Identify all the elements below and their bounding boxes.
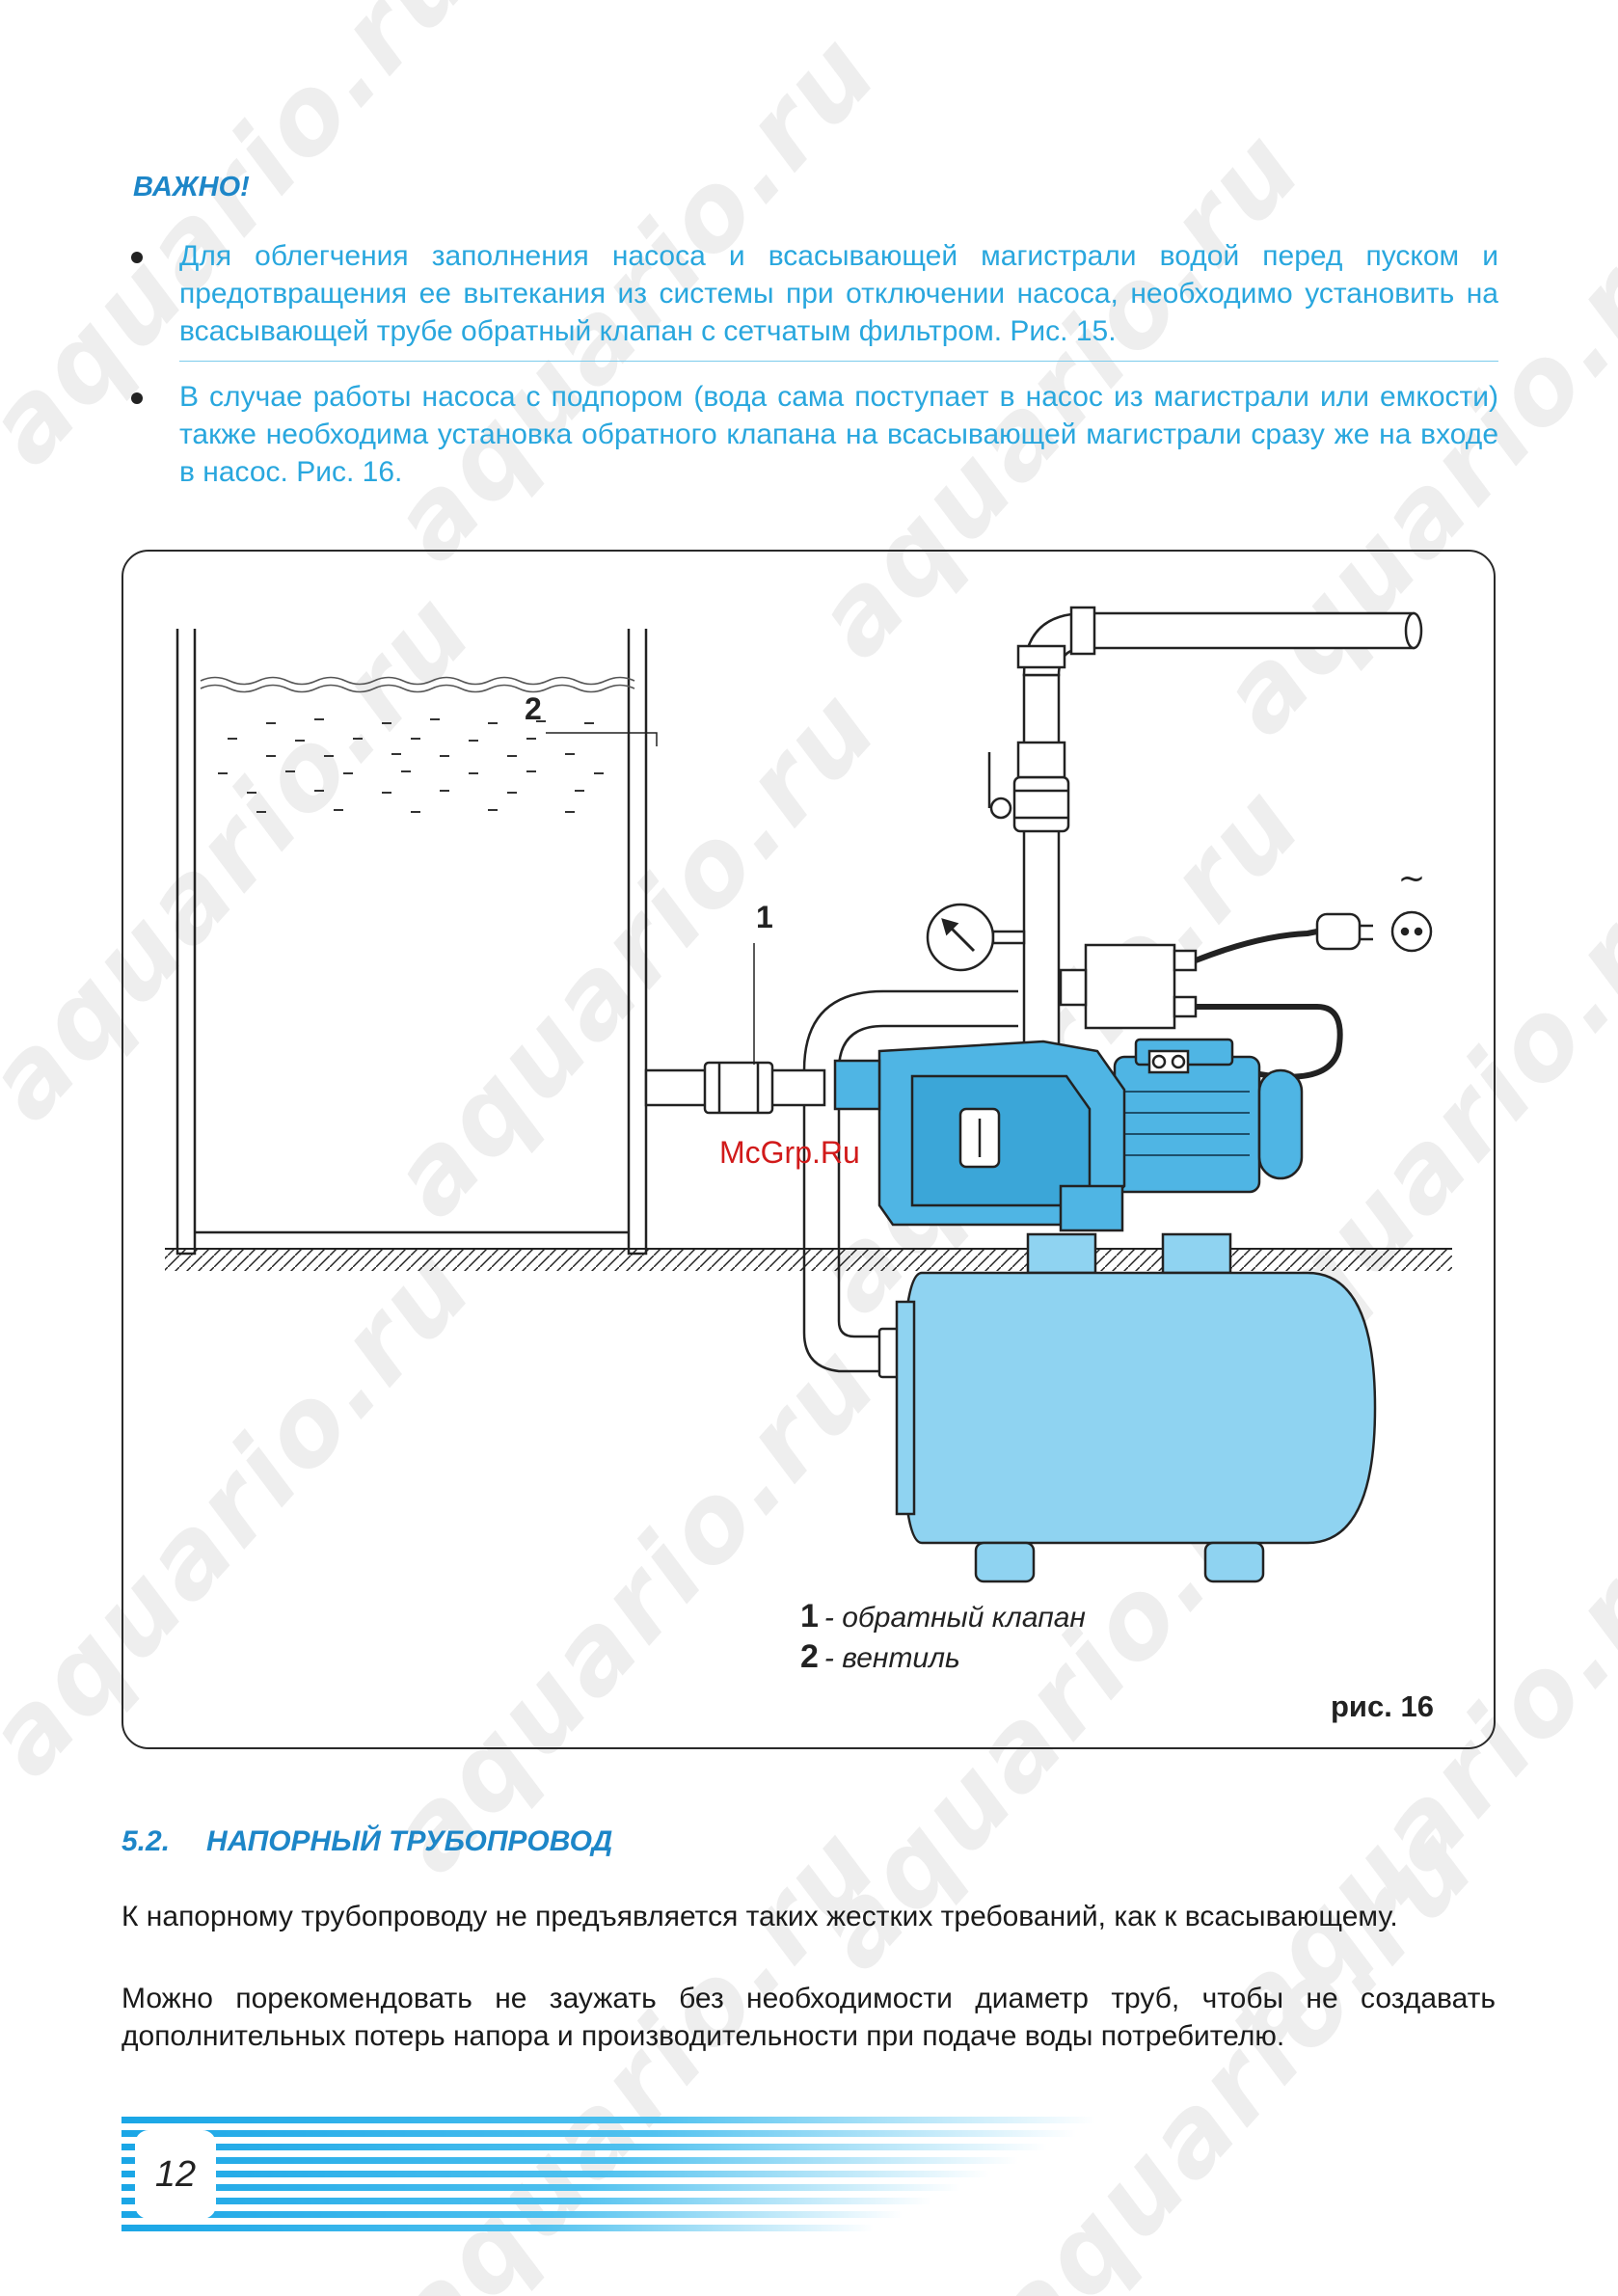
pump-body [833,1040,1126,1232]
figure-caption: рис. 16 [1331,1689,1434,1723]
paragraph: Можно порекомендовать не заужать без нео… [121,1983,1496,2052]
power-plug [1315,910,1433,953]
water-dashes [218,718,604,813]
footer-stripes [121,2117,1095,2232]
water-reservoir [175,629,648,1256]
divider [179,361,1498,362]
riser-pipe [1016,606,1423,1082]
section-heading: 5.2. НАПОРНЫЙ ТРУБОПРОВОД [121,1825,612,1858]
shutoff-valve [987,741,1070,833]
legend-text: - вентиль [823,1642,960,1674]
pressure-gauge [926,903,1026,972]
paragraph: К напорному трубопроводу не предъявляетс… [121,1901,1398,1932]
page-number: 12 [135,2130,216,2219]
legend-item: 1- обратный клапан [800,1597,1086,1637]
legend-item: 2- вентиль [800,1637,1086,1678]
pump-installation-diagram: ~ 2 1 McGrp.Ru [165,606,1452,1583]
figure-legend: 1- обратный клапан 2- вентиль [800,1597,1086,1678]
ac-symbol: ~ [1398,859,1426,898]
callout-2-label: 2 [525,691,542,726]
legend-text: - обратный клапан [823,1602,1086,1634]
bullet-text: В случае работы насоса с подпором (вода … [179,381,1498,488]
bullet-dot-icon [131,392,143,404]
section-number: 5.2. [121,1825,171,1857]
legend-num: 2 [800,1638,819,1675]
figure-frame [121,550,1496,1749]
bullet-item: В случае работы насоса с подпором (вода … [131,378,1498,491]
bullet-dot-icon [131,252,143,263]
bullet-item: Для облегчения заполнения насоса и всасы… [131,237,1498,350]
pump-motor [1113,1038,1304,1194]
ground [165,1248,1452,1271]
pressure-tank [895,1232,1377,1583]
inlet-pipe [644,1061,826,1115]
overlay-stamp: McGrp.Ru [719,1135,860,1170]
callout-lines [546,732,755,1065]
callout-1-label: 1 [756,900,773,934]
legend-num: 1 [800,1598,819,1634]
bullet-text: Для облегчения заполнения насоса и всасы… [179,240,1498,347]
water-surface [200,676,635,693]
section-title: НАПОРНЫЙ ТРУБОПРОВОД [206,1825,613,1857]
pressure-switch [1059,943,1198,1030]
important-heading: ВАЖНО! [133,172,250,203]
